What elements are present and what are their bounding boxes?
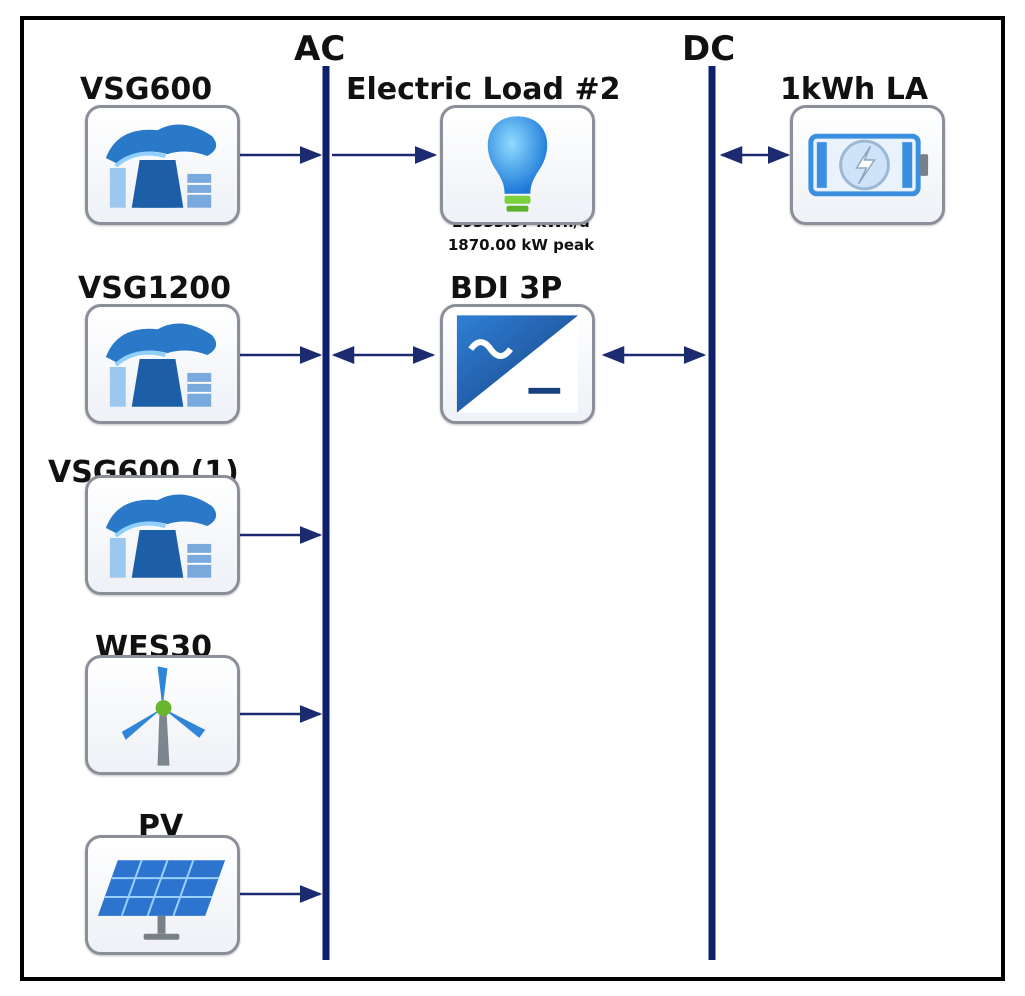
ac-bus-label: AC	[294, 29, 346, 69]
converter-label: BDI 3P	[450, 271, 563, 306]
converter-component[interactable]	[440, 304, 595, 424]
light-bulb-icon	[487, 116, 548, 212]
solar-panel-icon	[97, 859, 226, 940]
generator-icon	[105, 124, 217, 208]
generator-icon	[105, 494, 217, 578]
battery-label: 1kWh LA	[780, 72, 929, 107]
wind-turbine-icon	[121, 666, 206, 766]
generator-icon	[105, 323, 217, 407]
vsg1200-label: VSG1200	[78, 271, 231, 306]
vsg600-1-component[interactable]	[85, 475, 240, 595]
load-component[interactable]	[440, 105, 595, 225]
pv-component[interactable]	[85, 835, 240, 955]
battery-icon	[808, 133, 929, 197]
converter-icon	[456, 315, 579, 413]
vsg600-component[interactable]	[85, 105, 240, 225]
vsg600-label: VSG600	[80, 72, 213, 107]
load-label: Electric Load #2	[346, 72, 621, 107]
load-peak-text: 1870.00 kW peak	[447, 236, 595, 254]
vsg1200-component[interactable]	[85, 304, 240, 424]
dc-bus-label: DC	[682, 29, 736, 69]
wes30-component[interactable]	[85, 655, 240, 775]
battery-component[interactable]	[790, 105, 945, 225]
